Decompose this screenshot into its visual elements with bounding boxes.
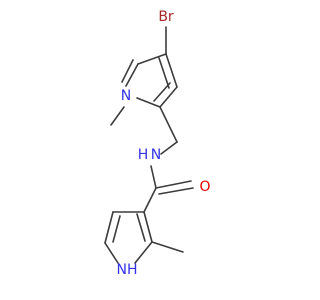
bond-c4-c5-lower xyxy=(104,211,114,244)
carbonyl-oxygen-label: O xyxy=(199,179,210,195)
pyrrole-nitrogen-label: N xyxy=(121,88,131,104)
bond-c2-c3 xyxy=(159,86,178,108)
bond-c3-c4-double xyxy=(158,57,170,89)
lower-pyrrole-ring xyxy=(104,211,153,264)
bond-c2-c3-lower-double xyxy=(136,213,146,242)
bond-c3-c4 xyxy=(165,53,178,88)
bond-n1-methyl xyxy=(110,106,125,126)
ring-nh-label: NH xyxy=(117,262,138,278)
bond-c4-c5-lower-double xyxy=(112,215,121,243)
amide-nitrogen-label: N xyxy=(151,147,161,163)
bond-c5-n1 xyxy=(125,63,139,87)
bond-carbonyl-ring xyxy=(143,187,157,213)
bond-carbonyl-o-double xyxy=(158,187,194,195)
bond-nh-carbonyl xyxy=(150,165,157,189)
bond-ch2-nh xyxy=(160,141,178,155)
bond-c2-c3-lower xyxy=(143,211,153,243)
bond-c4-c5 xyxy=(137,53,167,65)
bond-c5-n1-double xyxy=(121,59,134,83)
amide-hydrogen-label: H xyxy=(138,147,149,163)
bond-carbonyl-o xyxy=(155,180,192,189)
bond-c2-methyl-lower xyxy=(151,241,184,253)
upper-pyrrole-ring xyxy=(121,53,178,108)
bromine-label: Br xyxy=(158,9,174,25)
bond-c2-c3-double xyxy=(153,82,171,102)
bond-n1-c2 xyxy=(136,97,161,108)
bond-c5-n1-lower xyxy=(104,242,119,264)
bond-n1-c2-lower xyxy=(134,241,153,264)
bond-c2-ch2 xyxy=(159,106,178,143)
molecule-structure: Br N N H O NH xyxy=(104,9,211,278)
